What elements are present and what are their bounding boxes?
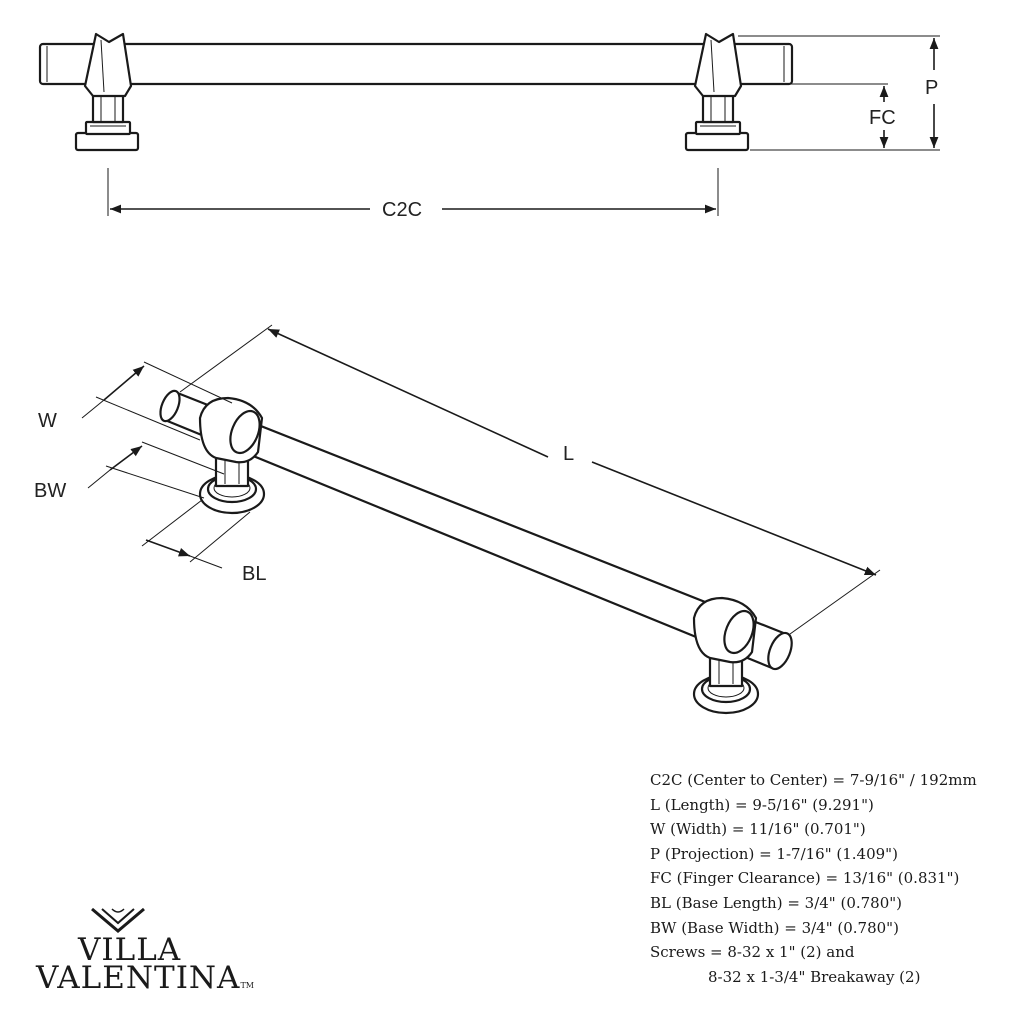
spec-finger-clearance: FC (Finger Clearance) = 13/16" (0.831") — [650, 869, 960, 888]
l-arrow-right — [591, 461, 877, 576]
c2c-label: C2C — [382, 199, 422, 221]
iso-bar-end — [767, 631, 793, 671]
p-label: P — [925, 77, 938, 99]
spec-c2c: C2C (Center to Center) = 7-9/16" / 192mm — [650, 771, 977, 789]
spec-screws: Screws = 8-32 x 1" (2) and — [650, 943, 855, 962]
l-label: L — [563, 443, 574, 465]
spec-list: C2C (Center to Center) = 7-9/16" / 192mm… — [650, 768, 1020, 989]
spec-width: W (Width) = 11/16" (0.701") — [650, 820, 866, 839]
w-label: W — [38, 410, 57, 432]
iso-right-post — [692, 596, 760, 715]
logo-trademark: TM — [240, 981, 254, 990]
fc-label: FC — [869, 107, 896, 129]
spec-length: L (Length) = 9-5/16" (9.291") — [650, 795, 874, 814]
l-arrow-left — [267, 328, 549, 458]
bw-label: BW — [34, 480, 66, 502]
logo-mark-icon — [91, 907, 145, 933]
isometric-view: L W BW BL — [34, 324, 881, 715]
spec-projection: P (Projection) = 1-7/16" (1.409") — [650, 844, 898, 863]
bl-label: BL — [242, 563, 266, 585]
logo-text-valentina: VALENTINATM — [36, 960, 254, 996]
front-view: P FC C2C — [38, 32, 940, 221]
spec-screws-breakaway: 8-32 x 1-3/4" Breakaway (2) — [708, 967, 921, 986]
front-left-post — [74, 32, 140, 152]
bl-arrow-a — [145, 539, 191, 557]
spec-base-length: BL (Base Length) = 3/4" (0.780") — [650, 893, 903, 912]
brand-logo: VILLA VALENTINATM — [36, 905, 254, 995]
logo-text-villa: VILLA — [78, 932, 182, 968]
spec-base-width: BW (Base Width) = 3/4" (0.780") — [650, 918, 899, 937]
front-bar — [38, 42, 794, 86]
iso-left-post — [198, 396, 266, 515]
w-arrow-a — [103, 365, 145, 401]
bw-arrow-a — [109, 445, 143, 471]
front-right-post — [684, 32, 750, 152]
